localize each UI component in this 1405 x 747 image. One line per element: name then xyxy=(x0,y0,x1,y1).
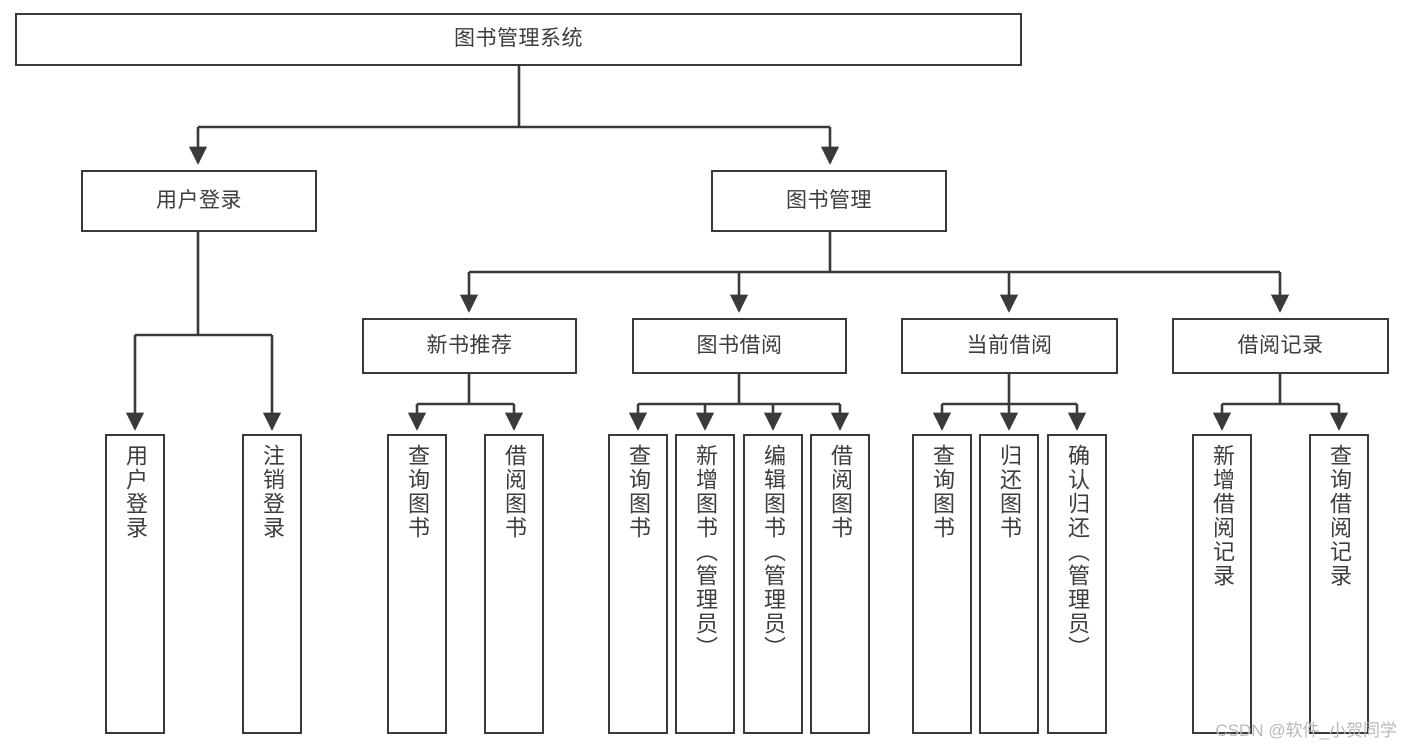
node-label: 查询图书 xyxy=(626,444,651,540)
node-label: 归还图书 xyxy=(997,444,1022,540)
node-user-login[interactable]: 用户登录 xyxy=(81,170,317,232)
node-label: 查询图书 xyxy=(405,444,430,540)
leaf-recommend-borrow-book[interactable]: 借阅图书 xyxy=(484,434,544,734)
node-book-management[interactable]: 图书管理 xyxy=(711,170,947,232)
node-label: 新书推荐 xyxy=(426,333,513,357)
leaf-current-confirm-return[interactable]: 确认归还（管理员） xyxy=(1047,434,1107,734)
node-new-book-recommend[interactable]: 新书推荐 xyxy=(362,318,577,374)
node-label: 新增图书（管理员） xyxy=(693,444,718,660)
leaf-borrow-borrow-book[interactable]: 借阅图书 xyxy=(810,434,870,734)
node-label: 图书管理 xyxy=(786,188,872,212)
node-label: 借阅记录 xyxy=(1237,333,1324,357)
leaf-user-login-signout[interactable]: 注销登录 xyxy=(242,434,302,734)
node-label: 注销登录 xyxy=(260,444,285,540)
node-label: 编辑图书（管理员） xyxy=(761,444,786,660)
leaf-borrow-query-book[interactable]: 查询图书 xyxy=(608,434,668,734)
node-book-borrow[interactable]: 图书借阅 xyxy=(632,318,847,374)
node-label: 确认归还（管理员） xyxy=(1065,444,1090,660)
node-label: 借阅图书 xyxy=(828,444,853,540)
leaf-recommend-query-book[interactable]: 查询图书 xyxy=(387,434,447,734)
leaf-record-query-record[interactable]: 查询借阅记录 xyxy=(1309,434,1369,734)
node-label: 查询图书 xyxy=(930,444,955,540)
node-label: 借阅图书 xyxy=(502,444,527,540)
node-root-system[interactable]: 图书管理系统 xyxy=(15,13,1022,66)
node-label: 图书借阅 xyxy=(696,333,783,357)
node-current-borrow[interactable]: 当前借阅 xyxy=(901,318,1118,374)
node-borrow-record[interactable]: 借阅记录 xyxy=(1172,318,1389,374)
node-label: 查询借阅记录 xyxy=(1327,444,1352,588)
node-label: 当前借阅 xyxy=(966,333,1053,357)
leaf-borrow-add-book[interactable]: 新增图书（管理员） xyxy=(675,434,735,734)
leaf-user-login-signin[interactable]: 用户登录 xyxy=(105,434,165,734)
leaf-current-return-book[interactable]: 归还图书 xyxy=(979,434,1039,734)
leaf-record-add-record[interactable]: 新增借阅记录 xyxy=(1192,434,1252,734)
node-label: 用户登录 xyxy=(156,188,242,212)
leaf-current-query-book[interactable]: 查询图书 xyxy=(912,434,972,734)
node-label: 新增借阅记录 xyxy=(1210,444,1235,588)
node-label: 图书管理系统 xyxy=(454,27,583,51)
watermark: CSDN @软件_小贺同学 xyxy=(1215,721,1397,740)
node-label: 用户登录 xyxy=(123,444,148,540)
leaf-borrow-edit-book[interactable]: 编辑图书（管理员） xyxy=(743,434,803,734)
